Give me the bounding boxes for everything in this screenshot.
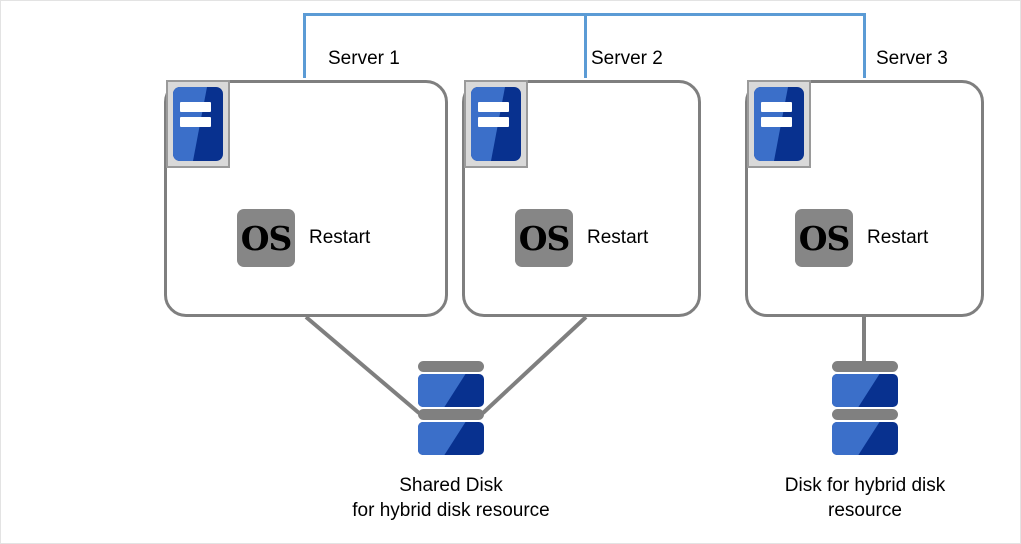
disk-platter-bottom (418, 422, 484, 455)
bracket-drop-server3 (863, 13, 866, 78)
server3-disk-caption-line1: Disk for hybrid disk (784, 475, 946, 496)
server-label-2: Server 2 (591, 48, 663, 69)
disk-bar-top (418, 361, 484, 372)
disk-platter-top (832, 374, 898, 407)
bracket-drop-server2 (584, 13, 587, 78)
server-icon-slot-2 (761, 117, 792, 128)
os-status-row-2: OS Restart (515, 209, 648, 267)
server3-disk-caption-line2: resource (828, 500, 902, 522)
server-box-2[interactable] (462, 80, 701, 317)
disk-bar-bottom (832, 409, 898, 420)
shared-disk-caption: Shared Disk for hybrid disk resource (301, 473, 601, 524)
server-status-3: Restart (867, 227, 929, 248)
server-icon-3 (747, 80, 811, 168)
server-label-3: Server 3 (876, 48, 948, 69)
os-status-row-1: OS Restart (237, 209, 370, 267)
os-status-row-3: OS Restart (795, 209, 928, 267)
shared-disk-caption-line1: Shared Disk (399, 475, 503, 496)
server-icon-2 (464, 80, 528, 168)
server-label-1: Server 1 (328, 48, 400, 69)
server-icon-slot-1 (761, 101, 792, 112)
server-icon-slot-2 (478, 117, 509, 128)
connector-server1-shared-disk (304, 315, 421, 415)
server-icon-slot-1 (180, 101, 211, 112)
os-icon-2: OS (515, 209, 573, 267)
server-icon-slot-2 (180, 117, 211, 128)
disk-bar-bottom (418, 409, 484, 420)
disk-platter-highlight (832, 422, 880, 455)
shared-disk-caption-line2: for hybrid disk resource (352, 500, 550, 522)
bracket-drop-server1 (303, 13, 306, 78)
bracket-top-segment-right (584, 13, 866, 16)
disk-platter-highlight (418, 374, 466, 407)
disk-platter-bottom (832, 422, 898, 455)
server3-disk-caption: Disk for hybrid disk resource (715, 473, 1015, 524)
disk-platter-highlight (418, 422, 466, 455)
server-status-1: Restart (309, 227, 371, 248)
server3-disk-icon (832, 361, 898, 455)
server-icon-1 (166, 80, 230, 168)
connector-server2-shared-disk (481, 315, 588, 415)
bracket-top-segment-left (303, 13, 586, 16)
os-icon-3: OS (795, 209, 853, 267)
disk-bar-top (832, 361, 898, 372)
shared-disk-icon (418, 361, 484, 455)
server-icon-slot-1 (478, 101, 509, 112)
server-icon-body (471, 87, 521, 161)
server-icon-body (754, 87, 804, 161)
server-status-2: Restart (587, 227, 649, 248)
disk-platter-highlight (832, 374, 880, 407)
os-icon-1: OS (237, 209, 295, 267)
disk-platter-top (418, 374, 484, 407)
server-icon-body (173, 87, 223, 161)
